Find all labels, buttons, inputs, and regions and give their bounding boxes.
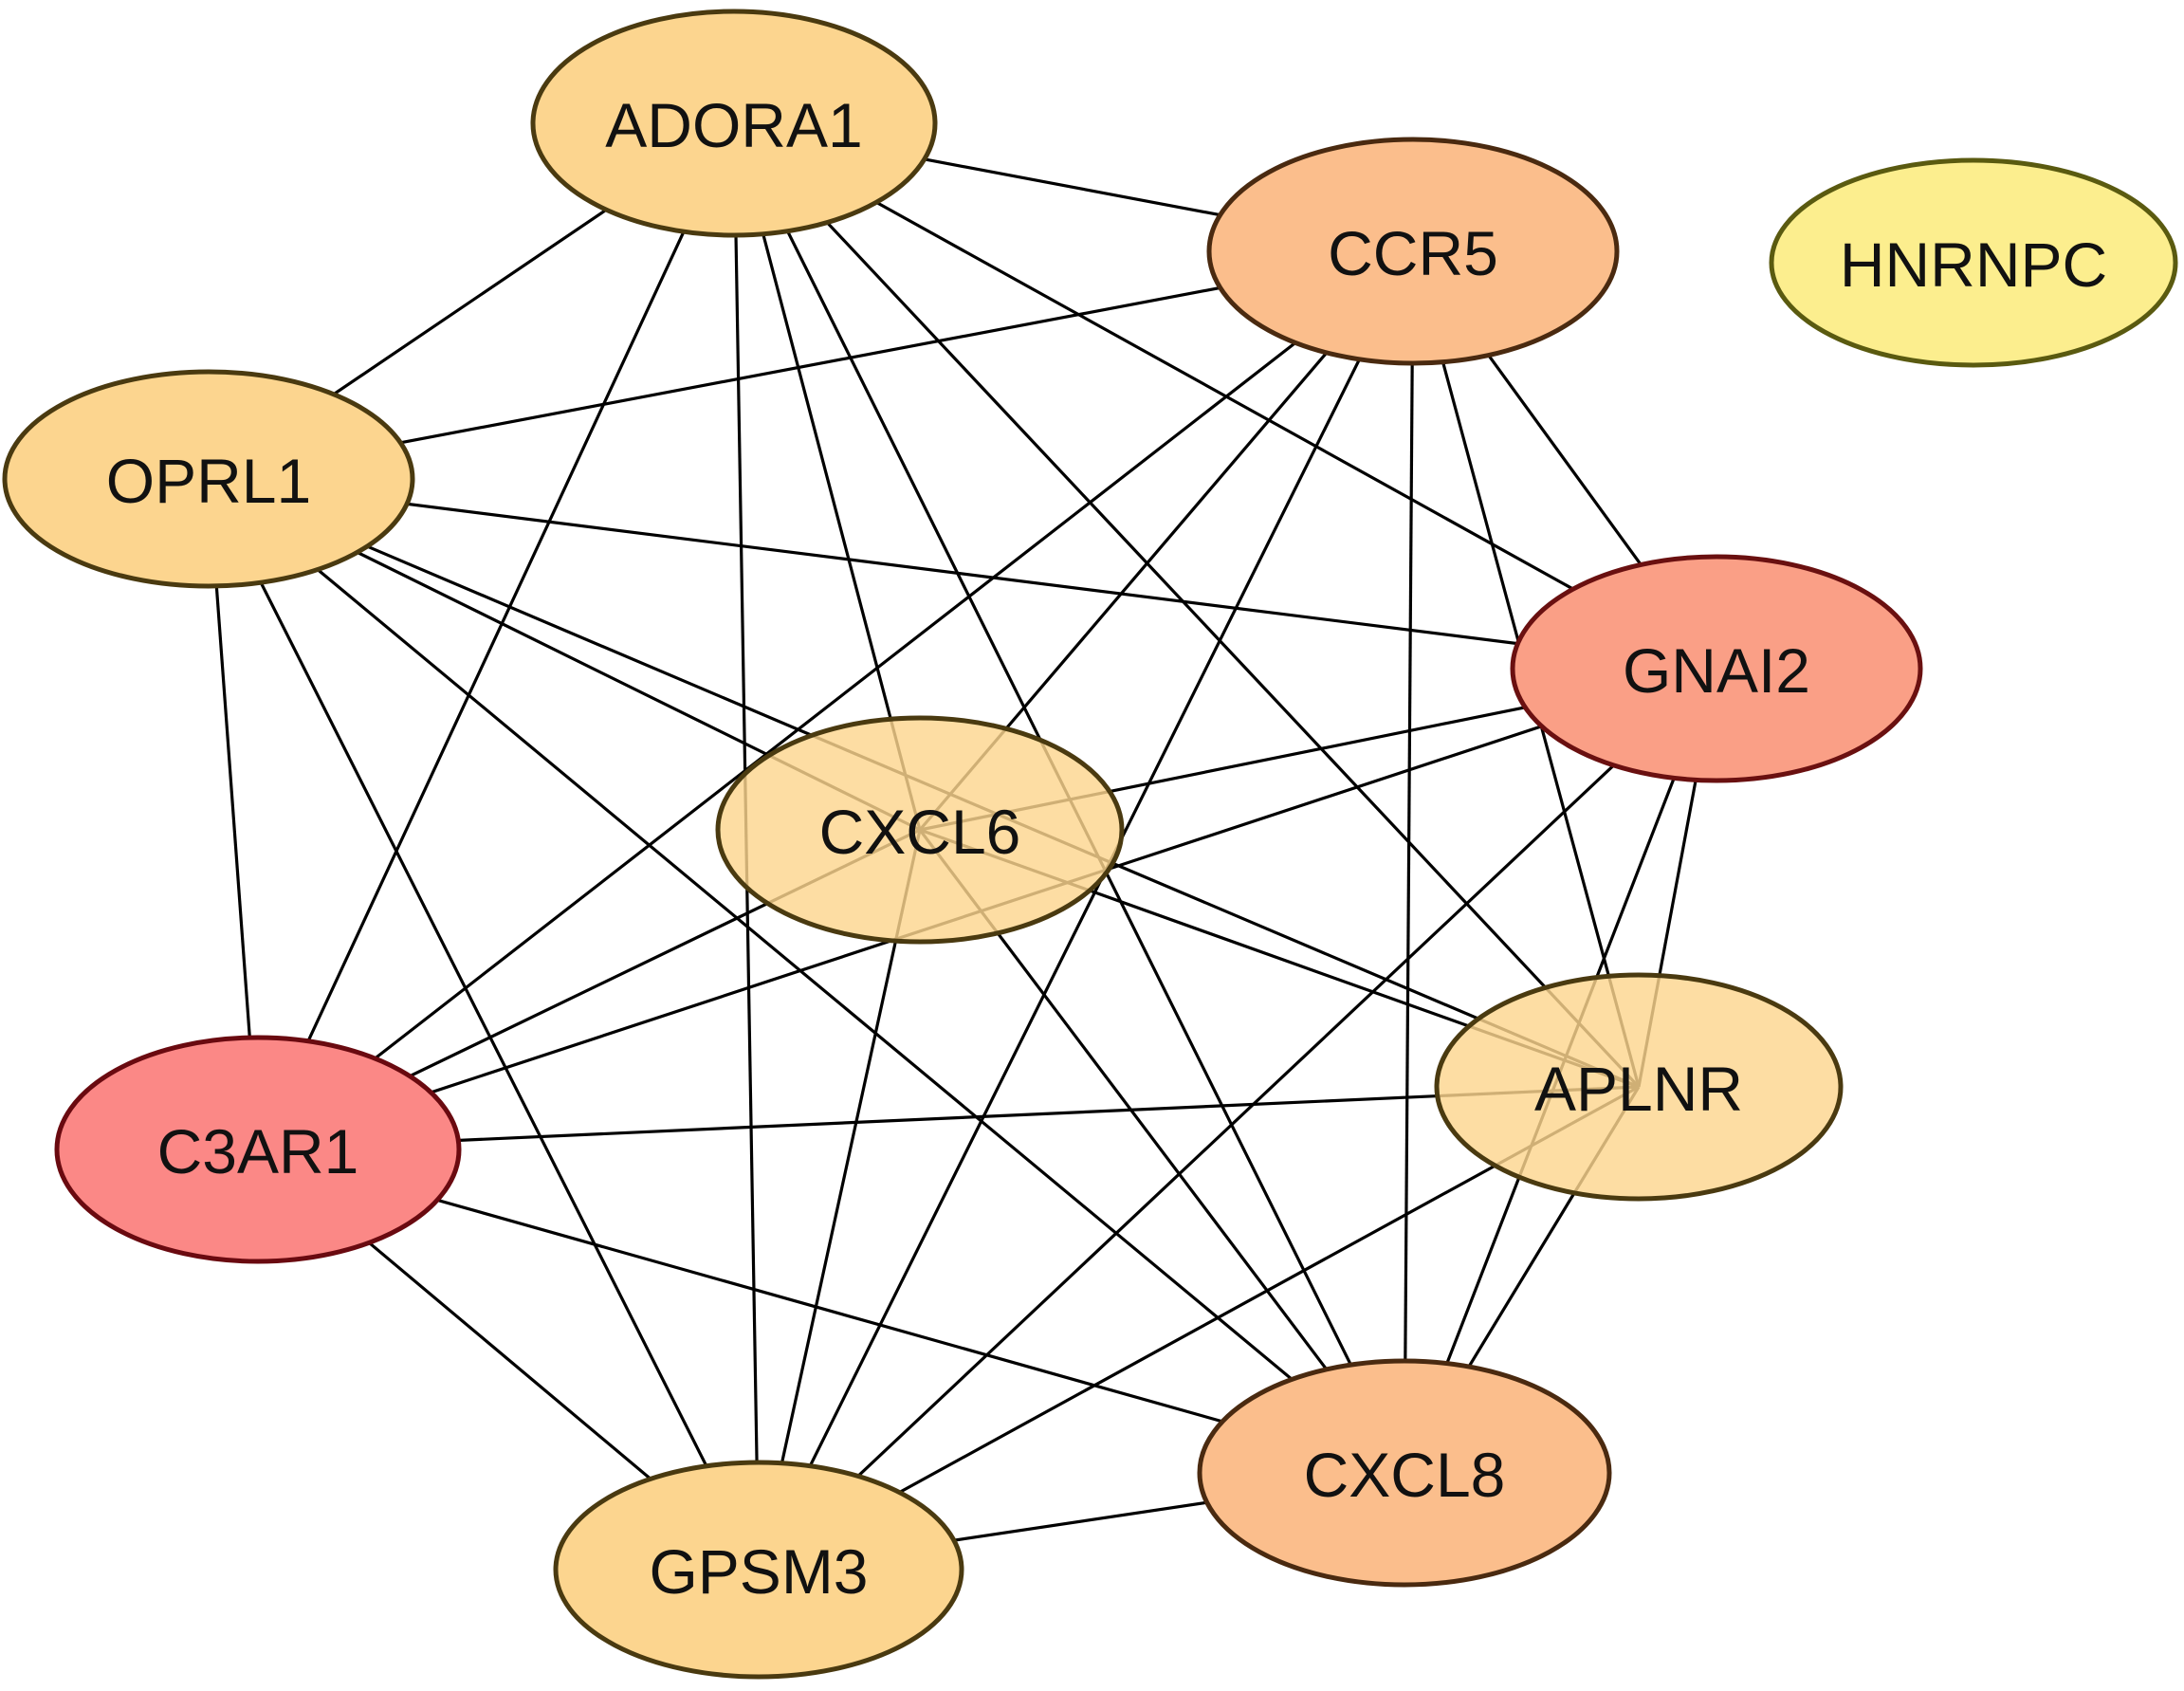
edge-cxcl6-cxcl8 bbox=[918, 829, 1406, 1474]
node-shape-hnrnpc[interactable] bbox=[1769, 157, 2178, 368]
node-label-c3ar1: C3AR1 bbox=[157, 1116, 359, 1186]
node-label-cxcl8: CXCL8 bbox=[1304, 1440, 1506, 1510]
node-oprl1[interactable]: OPRL1 bbox=[2, 369, 415, 589]
node-ccr5[interactable]: CCR5 bbox=[1206, 137, 1620, 366]
edge-aplnr-gpsm3 bbox=[758, 1085, 1640, 1572]
node-shape-gpsm3[interactable] bbox=[553, 1460, 964, 1680]
edge-ccr5-gpsm3 bbox=[757, 250, 1415, 1571]
node-shape-gnai2[interactable] bbox=[1510, 554, 1923, 783]
node-label-cxcl6: CXCL6 bbox=[819, 797, 1021, 867]
node-shape-cxcl6[interactable] bbox=[715, 715, 1125, 945]
node-label-gpsm3: GPSM3 bbox=[649, 1536, 868, 1607]
node-shape-adora1[interactable] bbox=[530, 9, 938, 238]
node-shape-aplnr[interactable] bbox=[1434, 972, 1844, 1202]
node-shape-ccr5[interactable] bbox=[1206, 137, 1620, 366]
edge-adora1-cxcl6 bbox=[732, 122, 922, 831]
node-label-aplnr: APLNR bbox=[1534, 1054, 1743, 1124]
node-gpsm3[interactable]: GPSM3 bbox=[553, 1460, 964, 1680]
node-label-gnai2: GNAI2 bbox=[1623, 635, 1810, 706]
edge-oprl1-gpsm3 bbox=[207, 478, 761, 1571]
edge-gnai2-gpsm3 bbox=[757, 667, 1718, 1572]
edge-ccr5-c3ar1 bbox=[257, 249, 1414, 1151]
node-gnai2[interactable]: GNAI2 bbox=[1510, 554, 1923, 783]
node-cxcl8[interactable]: CXCL8 bbox=[1197, 1358, 1612, 1588]
node-shape-cxcl8[interactable] bbox=[1197, 1358, 1612, 1588]
edge-ccr5-oprl1 bbox=[208, 249, 1414, 481]
edge-oprl1-gnai2 bbox=[208, 477, 1717, 671]
edge-adora1-aplnr bbox=[732, 121, 1641, 1089]
edge-oprl1-cxcl8 bbox=[207, 477, 1406, 1475]
node-label-oprl1: OPRL1 bbox=[106, 446, 311, 516]
node-aplnr[interactable]: APLNR bbox=[1434, 972, 1844, 1202]
node-adora1[interactable]: ADORA1 bbox=[530, 9, 938, 238]
node-c3ar1[interactable]: C3AR1 bbox=[54, 1035, 462, 1264]
node-cxcl6[interactable]: CXCL6 bbox=[715, 715, 1125, 945]
edge-ccr5-cxcl8 bbox=[1403, 250, 1415, 1474]
node-shape-c3ar1[interactable] bbox=[54, 1035, 462, 1264]
edge-adora1-c3ar1 bbox=[256, 122, 736, 1150]
node-hnrnpc[interactable]: HNRNPC bbox=[1769, 157, 2178, 368]
node-shape-oprl1[interactable] bbox=[2, 369, 415, 589]
edge-c3ar1-aplnr bbox=[257, 1085, 1640, 1151]
node-label-adora1: ADORA1 bbox=[605, 90, 862, 160]
edge-cxcl6-gpsm3 bbox=[757, 829, 922, 1571]
edge-c3ar1-cxcl8 bbox=[257, 1148, 1405, 1475]
node-label-hnrnpc: HNRNPC bbox=[1840, 230, 2107, 300]
node-label-ccr5: CCR5 bbox=[1328, 218, 1498, 288]
